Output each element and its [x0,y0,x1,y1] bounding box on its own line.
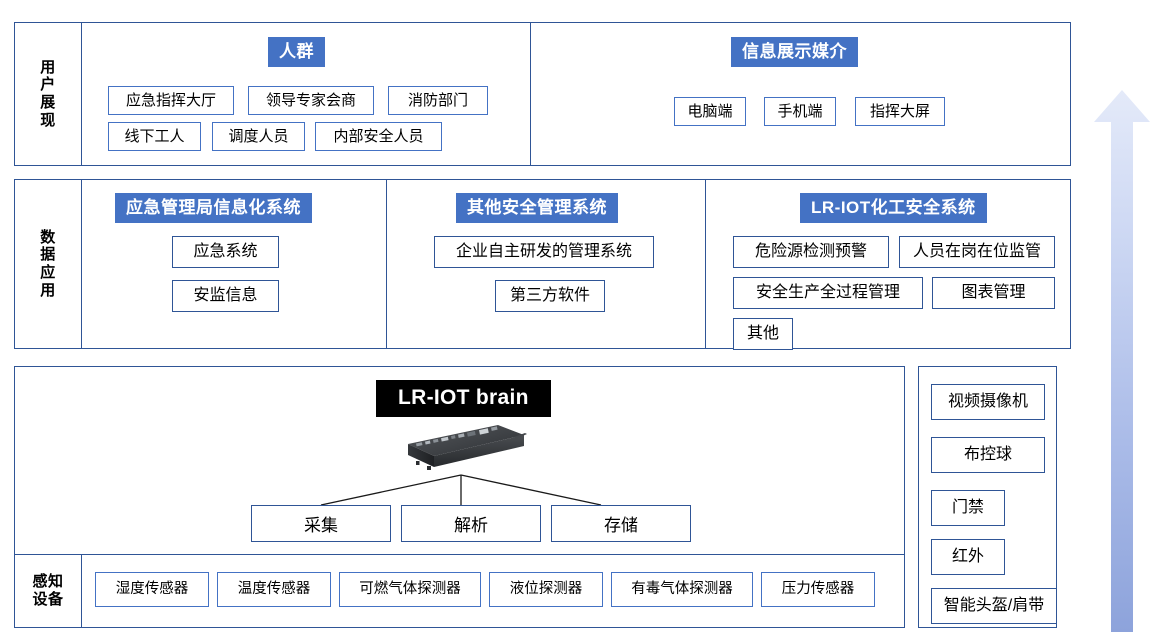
chip-pc-terminal[interactable]: 电脑端 [674,97,746,126]
layer-platform-panel: LR-IOT brain [14,366,905,628]
layer-sensing-label: 感知 设备 [15,554,82,627]
layer-data-panel: 数 据 应 用 应急管理局信息化系统 应急系统 安监信息 其他安全管理系统 企业… [14,179,1071,350]
chip-full-process-safety-production-management[interactable]: 安全生产全过程管理 [733,277,923,309]
chip-smart-helmet-shoulder-strap[interactable]: 智能头盔/肩带 [931,588,1057,624]
chip-fire-department[interactable]: 消防部门 [388,86,488,115]
chip-humidity-sensor[interactable]: 湿度传感器 [95,572,209,607]
chip-hazard-source-detection-alert[interactable]: 危险源检测预警 [733,236,889,268]
layer-data-divider-1 [386,180,387,348]
group-title-display-media: 信息展示媒介 [731,37,858,67]
group-title-emergency-bureau-system: 应急管理局信息化系统 [115,193,312,223]
chip-emergency-system[interactable]: 应急系统 [172,236,279,268]
layer-user-panel: 用 户 展 现 人群 应急指挥大厅 领导专家会商 消防部门 线下工人 调度人员 … [14,22,1071,166]
chip-other[interactable]: 其他 [733,318,793,350]
chip-internal-safety-staff[interactable]: 内部安全人员 [315,122,442,151]
layer-devices-panel: 视频摄像机 布控球 门禁 红外 智能头盔/肩带 [918,366,1057,628]
chip-liquid-level-detector[interactable]: 液位探测器 [489,572,603,607]
chip-third-party-software[interactable]: 第三方软件 [495,280,605,312]
chip-mobile-terminal[interactable]: 手机端 [764,97,836,126]
chip-pressure-sensor[interactable]: 压力传感器 [761,572,875,607]
layer-user-group-divider [530,23,531,165]
chip-ptz-ball-camera[interactable]: 布控球 [931,437,1045,473]
sensing-row-divider [15,554,904,555]
group-title-crowd: 人群 [268,37,325,67]
chip-dispatch-staff[interactable]: 调度人员 [212,122,305,151]
chip-command-big-screen[interactable]: 指挥大屏 [855,97,945,126]
chip-access-control[interactable]: 门禁 [931,490,1005,526]
group-title-lriot-chemical-safety-system: LR-IOT化工安全系统 [800,193,987,223]
layer-data-divider-2 [705,180,706,348]
chip-video-camera[interactable]: 视频摄像机 [931,384,1045,420]
chip-combustible-gas-detector[interactable]: 可燃气体探测器 [339,572,481,607]
upward-flow-arrow-icon [1094,90,1150,632]
pipeline-box-collect[interactable]: 采集 [251,505,391,542]
layer-user-label: 用 户 展 现 [15,23,82,165]
chip-leader-expert-consult[interactable]: 领导专家会商 [248,86,374,115]
chip-toxic-gas-detector[interactable]: 有毒气体探测器 [611,572,753,607]
pipeline-box-store[interactable]: 存储 [551,505,691,542]
layer-data-label: 数 据 应 用 [15,180,82,348]
pipeline-box-parse[interactable]: 解析 [401,505,541,542]
group-title-other-safety-system: 其他安全管理系统 [456,193,618,223]
chip-emergency-command-hall[interactable]: 应急指挥大厅 [108,86,234,115]
chip-safety-supervision-info[interactable]: 安监信息 [172,280,279,312]
chip-self-developed-management-system[interactable]: 企业自主研发的管理系统 [434,236,654,268]
chip-personnel-on-duty-supervision[interactable]: 人员在岗在位监管 [899,236,1055,268]
chip-temperature-sensor[interactable]: 温度传感器 [217,572,331,607]
brain-title-badge: LR-IOT brain [376,380,551,417]
rack-server-icon [408,425,527,470]
chip-infrared[interactable]: 红外 [931,539,1005,575]
chip-chart-management[interactable]: 图表管理 [932,277,1055,309]
chip-offline-worker[interactable]: 线下工人 [108,122,201,151]
